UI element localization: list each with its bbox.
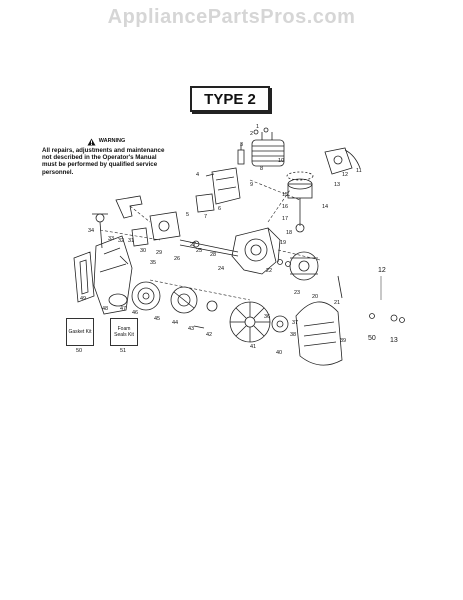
part-number: 26	[174, 256, 180, 262]
cylinder-part	[251, 132, 285, 167]
part-number: 15	[282, 192, 288, 198]
part-number: 12	[342, 172, 348, 178]
part-number: 9	[250, 182, 253, 188]
part-number: 7	[204, 214, 207, 220]
part-number: 32	[118, 238, 124, 244]
part-number: 46	[132, 310, 138, 316]
part-number: 4	[196, 172, 199, 178]
part-number: 43	[188, 326, 194, 332]
part-number: 28	[210, 252, 216, 258]
gasket-kit-number: 50	[76, 348, 83, 354]
carburetor-part	[131, 211, 181, 247]
assembly-lines	[99, 179, 321, 301]
part-number: 19	[280, 240, 286, 246]
crankshaft-part	[179, 239, 239, 257]
part-number: 8	[260, 166, 263, 172]
part-number: 2	[250, 131, 253, 137]
part-number: 30	[140, 248, 146, 254]
part-number: 20	[312, 294, 318, 300]
hardware-parts	[119, 127, 405, 329]
muffler-part	[195, 167, 241, 213]
starter-part	[131, 281, 161, 311]
part-number: 27	[190, 242, 196, 248]
warning-notice: WARNING All repairs, adjustments and mai…	[42, 138, 170, 176]
gasket-kit-box: Gasket Kit	[66, 318, 94, 346]
fuel-tank-part	[73, 251, 95, 303]
warning-triangle-icon	[87, 138, 96, 146]
crankcase-part	[231, 227, 281, 275]
blower-housing-part	[271, 301, 343, 366]
spark-plug-part	[237, 143, 245, 165]
part-number: 1	[256, 124, 259, 130]
warning-body: All repairs, adjustments and maintenance…	[42, 147, 165, 176]
part-number: 6	[218, 206, 221, 212]
part-number: 14	[322, 204, 328, 210]
part-number: 38	[290, 332, 296, 338]
part-number: 35	[150, 260, 156, 266]
part-number: 48	[102, 306, 108, 312]
housing-part	[93, 235, 133, 315]
part-number: 50	[368, 335, 376, 342]
part-number: 29	[156, 250, 162, 256]
part-number: 12	[378, 267, 386, 274]
part-number: 22	[266, 268, 272, 274]
part-number: 36	[264, 314, 270, 320]
diagram-parts	[73, 127, 405, 366]
part-number: 13	[334, 182, 340, 188]
part-number: 37	[292, 320, 298, 326]
foam-seals-kit-label: Foam Seals Kit	[114, 326, 134, 338]
part-number: 13	[390, 337, 398, 344]
foam-seals-kit-number: 51	[120, 348, 127, 354]
part-number: 45	[154, 316, 160, 322]
part-number: 34	[88, 228, 94, 234]
part-number: 21	[334, 300, 340, 306]
warning-heading-text: WARNING	[98, 138, 126, 145]
part-number: 41	[250, 344, 256, 350]
part-number: 44	[172, 320, 178, 326]
part-number: 47	[120, 306, 126, 312]
gasket-kit-label: Gasket Kit	[68, 329, 92, 335]
part-number: 17	[282, 216, 288, 222]
impeller-part	[229, 301, 271, 343]
part-number: 25	[196, 248, 202, 254]
part-number: 18	[286, 230, 292, 236]
part-number: 23	[294, 290, 300, 296]
bracket-part	[115, 195, 143, 219]
watermark-text: AppliancePartsPros.com	[107, 6, 356, 28]
piston-part	[286, 171, 314, 233]
part-number: 33	[108, 236, 114, 242]
part-number: 3	[240, 142, 243, 148]
part-number: 10	[278, 158, 284, 164]
type-label-box: TYPE 2	[190, 86, 270, 112]
ignition-coil-part	[324, 147, 361, 175]
part-number: 39	[340, 338, 346, 344]
part-number: 24	[218, 266, 224, 272]
part-number-labels: 1 2 3 4 5 6 7 8 9 10 11 12 13 14 15 16 1…	[80, 124, 398, 356]
part-number: 16	[282, 204, 288, 210]
foam-seals-kit-box: Foam Seals Kit	[110, 318, 138, 346]
warning-heading: WARNING	[42, 138, 170, 146]
part-number: 11	[356, 168, 362, 174]
type-label: TYPE 2	[204, 90, 256, 108]
part-number: 49	[80, 296, 86, 302]
part-number: 40	[276, 350, 282, 356]
part-number: 42	[206, 332, 212, 338]
part-number: 31	[128, 238, 134, 244]
part-number: 5	[186, 212, 189, 218]
pulley-part	[170, 286, 218, 314]
